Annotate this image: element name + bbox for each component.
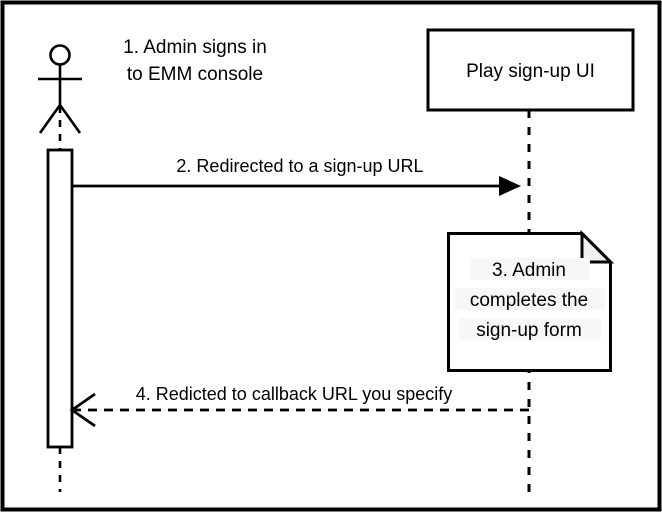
note-3-fold-icon [580, 229, 615, 264]
actor-label-line1: 1. Admin signs in [123, 37, 267, 58]
note-3-line2: completes the [470, 290, 588, 311]
message-4-label: 4. Redicted to callback URL you specify [136, 384, 453, 404]
activation-bar-admin [46, 148, 74, 449]
participant-admin[interactable] [38, 44, 82, 493]
note-3-line1: 3. Admin [492, 260, 566, 281]
stick-figure-actor-icon [38, 44, 82, 134]
actor-label-line2: to EMM console [127, 64, 263, 85]
note-3[interactable]: 3. Admin completes the sign-up form [447, 229, 615, 372]
participant-box-label: Play sign-up UI [466, 61, 595, 82]
note-3-line3-bg [459, 318, 601, 340]
message-4[interactable]: 4. Redicted to callback URL you specify [69, 384, 529, 428]
participant-box [426, 28, 635, 112]
note-3-line1-bg [470, 258, 590, 280]
note-3-line2-bg [455, 288, 605, 310]
message-2-arrowhead [499, 176, 521, 196]
message-4-arrowhead [69, 392, 96, 428]
message-2-label: 2. Redirected to a sign-up URL [176, 156, 423, 176]
message-2[interactable]: 2. Redirected to a sign-up URL [72, 156, 521, 196]
note-3-line3: sign-up form [476, 320, 582, 341]
